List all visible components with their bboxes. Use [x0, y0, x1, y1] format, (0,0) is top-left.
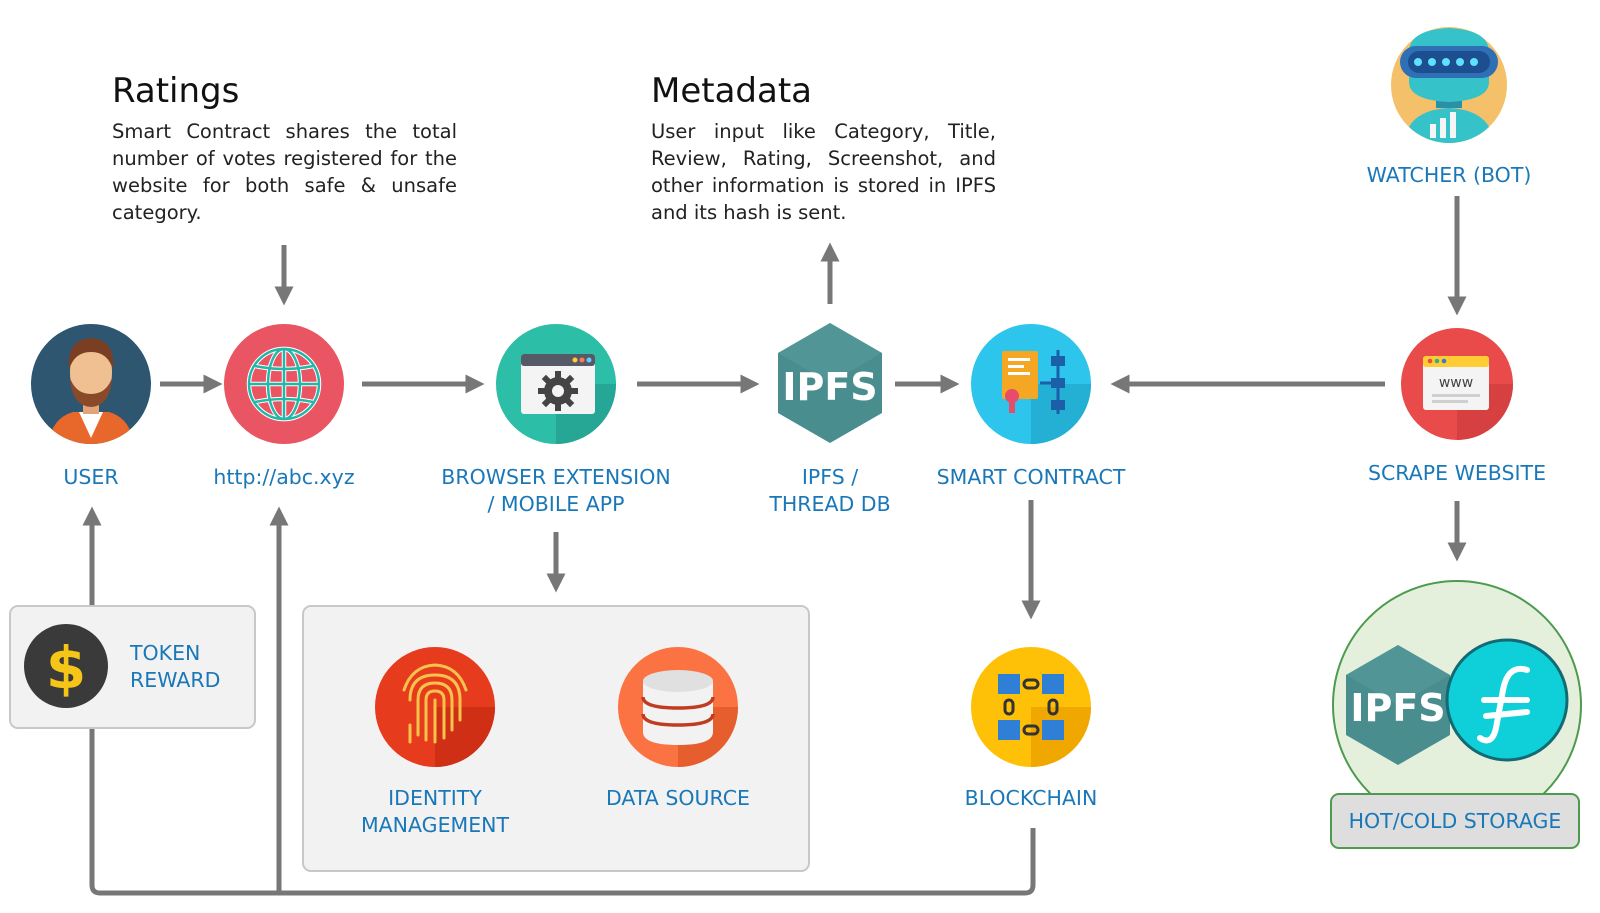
token-reward-line-1: TOKEN	[130, 641, 201, 665]
filecoin-icon	[1445, 638, 1569, 762]
robot-watcher-icon	[1391, 27, 1507, 143]
identity-line-2: MANAGEMENT	[360, 813, 510, 837]
smart-contract-label: SMART CONTRACT	[936, 465, 1126, 489]
metadata-heading: Metadata	[651, 71, 813, 111]
storage-label-box	[1330, 793, 1580, 849]
watcher-label: WATCHER (BOT)	[1366, 163, 1532, 187]
svg-text:www: www	[1439, 375, 1473, 391]
svg-text:IPFS: IPFS	[1350, 686, 1445, 730]
storage-ipfs-logo-icon: IPFS	[1346, 645, 1450, 765]
ratings-heading: Ratings	[112, 71, 240, 111]
browser-extension-line-1: BROWSER EXTENSION	[441, 465, 671, 489]
metadata-description: User input like Category, Title, Review,…	[651, 120, 996, 224]
dollar-icon: $	[24, 624, 108, 708]
return-path-token	[89, 727, 1036, 896]
connector-lines	[82, 196, 1467, 896]
ipfs-logo-icon: IPFS	[778, 323, 882, 443]
browser-extension-label: BROWSER EXTENSION / MOBILE APP	[436, 464, 676, 518]
www-window-icon: www	[1401, 328, 1513, 440]
svg-text:$: $	[46, 634, 86, 702]
scrape-website-label: SCRAPE WEBSITE	[1367, 461, 1547, 485]
token-reward-label: TOKEN REWARD	[130, 640, 220, 694]
website-label: http://abc.xyz	[213, 465, 355, 489]
ipfs-label: IPFS / THREAD DB	[750, 464, 910, 518]
user-avatar-icon	[31, 324, 151, 444]
svg-text:IPFS: IPFS	[782, 365, 877, 409]
blockchain-label: BLOCKCHAIN	[964, 786, 1098, 810]
ratings-description: Smart Contract shares the total number o…	[112, 120, 457, 224]
globe-icon	[224, 324, 344, 444]
smart-contract-icon	[971, 324, 1091, 444]
identity-line-1: IDENTITY	[388, 786, 482, 810]
ipfs-label-line-1: IPFS /	[801, 465, 859, 489]
blockchain-icon	[971, 647, 1091, 767]
identity-management-label: IDENTITY MANAGEMENT	[345, 785, 525, 839]
user-label: USER	[63, 465, 119, 489]
token-reward-line-2: REWARD	[130, 668, 221, 692]
data-source-label: DATA SOURCE	[606, 786, 750, 810]
database-icon	[618, 647, 738, 767]
storage-label: HOT/COLD STORAGE	[1348, 809, 1562, 833]
storage-group: IPFS	[1330, 580, 1582, 849]
browser-extension-line-2: / MOBILE APP	[487, 492, 625, 516]
fingerprint-icon	[375, 647, 495, 767]
browser-settings-icon	[496, 324, 616, 444]
ipfs-label-line-2: THREAD DB	[769, 492, 891, 516]
